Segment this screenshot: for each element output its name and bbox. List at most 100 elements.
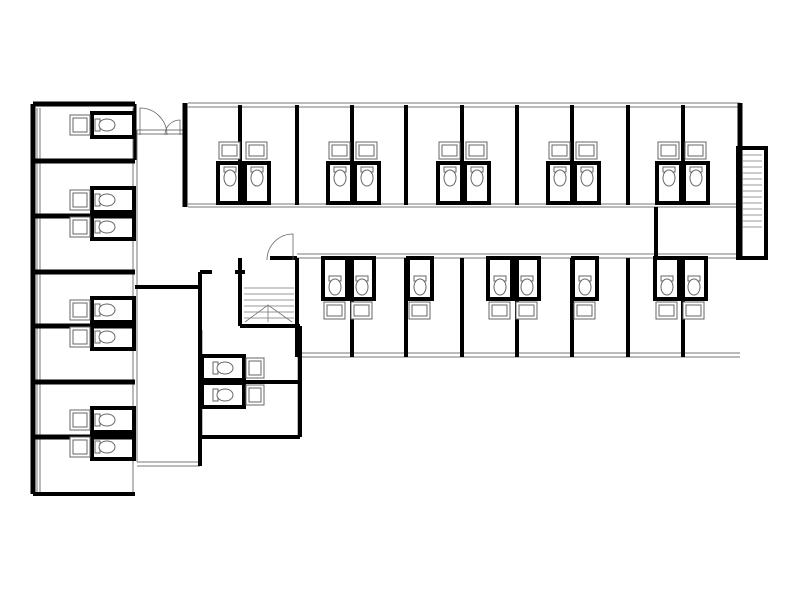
toilet-room — [353, 161, 381, 205]
toilet-icon — [355, 278, 369, 296]
toilet-room — [90, 186, 136, 214]
toilet-room — [243, 161, 271, 205]
wall — [240, 324, 300, 328]
toilet-icon — [360, 169, 374, 187]
wall — [35, 323, 135, 329]
toilet-icon — [98, 440, 116, 454]
toilet-icon — [333, 169, 347, 187]
toilet-room — [682, 161, 710, 205]
wall — [238, 258, 242, 326]
sink-basin-icon — [576, 304, 593, 317]
wall — [270, 256, 297, 260]
sink-basin-icon — [72, 329, 88, 345]
wall — [200, 380, 300, 384]
wall — [295, 105, 299, 205]
toilet-room — [571, 256, 599, 301]
wall — [200, 270, 212, 274]
stair-enclosure-right — [736, 146, 768, 260]
sink-basin-icon — [358, 144, 375, 157]
toilet-icon — [223, 169, 237, 187]
sink-basin-icon — [331, 144, 348, 157]
toilet-icon — [578, 278, 592, 296]
wall — [404, 105, 408, 205]
toilet-room — [90, 406, 136, 434]
wall — [460, 258, 464, 357]
toilet-room — [348, 256, 376, 301]
toilet-room — [653, 256, 681, 301]
toilet-room — [463, 161, 491, 205]
wall — [135, 285, 200, 289]
toilet-room — [513, 256, 541, 301]
toilet-room — [216, 161, 244, 205]
toilet-icon — [470, 169, 484, 187]
sink-basin-icon — [248, 387, 262, 403]
toilet-icon — [328, 278, 342, 296]
sink-basin-icon — [411, 304, 428, 317]
toilet-room — [436, 161, 464, 205]
sink-basin-icon — [491, 304, 508, 317]
wall — [570, 105, 574, 205]
sink-basin-icon — [221, 144, 238, 157]
fixtures — [69, 111, 710, 461]
sink-basin-icon — [72, 302, 88, 318]
wall — [570, 258, 574, 357]
sink-basin-icon — [660, 144, 677, 157]
stairs — [244, 154, 762, 323]
wall — [182, 103, 188, 207]
toilet-icon — [98, 303, 116, 317]
toilet-icon — [98, 413, 116, 427]
doors — [139, 107, 294, 261]
toilet-room — [573, 161, 601, 205]
wall — [515, 105, 519, 205]
toilet-icon — [413, 278, 427, 296]
toilet-icon — [662, 169, 676, 187]
toilet-icon — [687, 278, 701, 296]
toilet-room — [90, 433, 136, 461]
wall — [33, 101, 135, 107]
toilet-room — [90, 323, 136, 351]
wall — [654, 207, 658, 258]
sink-basin-icon — [687, 144, 704, 157]
sink-basin-icon — [441, 144, 458, 157]
toilet-room — [680, 256, 708, 301]
toilet-room — [406, 256, 434, 301]
wall — [626, 105, 630, 205]
sink-basin-icon — [468, 144, 485, 157]
wall — [681, 105, 685, 205]
sink-basin-icon — [72, 412, 88, 428]
wall — [350, 105, 354, 205]
toilet-icon — [98, 118, 116, 132]
sink-basin-icon — [326, 304, 343, 317]
stair-winder — [244, 304, 293, 323]
stair-door[interactable] — [266, 233, 294, 261]
sink-basin-icon — [551, 144, 568, 157]
wall — [295, 258, 299, 357]
toilet-icon — [580, 169, 594, 187]
toilet-room — [321, 256, 349, 301]
sink-basin-icon — [658, 304, 675, 317]
sink-basin-icon — [685, 304, 702, 317]
sink-basin-icon — [72, 192, 88, 208]
toilet-room — [200, 354, 246, 382]
toilet-icon — [250, 169, 264, 187]
sink-basin-icon — [72, 219, 88, 235]
sink-basin-icon — [72, 439, 88, 455]
toilet-icon — [98, 193, 116, 207]
wall — [35, 158, 135, 164]
entrance-door-left[interactable] — [139, 107, 168, 136]
wall — [35, 269, 135, 275]
toilet-icon — [98, 220, 116, 234]
wall — [626, 258, 630, 357]
wall — [200, 435, 300, 439]
toilet-icon — [689, 169, 703, 187]
toilet-room — [90, 213, 136, 241]
sink-basin-icon — [578, 144, 595, 157]
toilet-room — [90, 296, 136, 324]
toilet-icon — [216, 388, 234, 402]
toilet-icon — [660, 278, 674, 296]
entrance-door-right[interactable] — [164, 119, 181, 136]
toilet-icon — [553, 169, 567, 187]
toilet-icon — [98, 330, 116, 344]
toilet-room — [326, 161, 354, 205]
